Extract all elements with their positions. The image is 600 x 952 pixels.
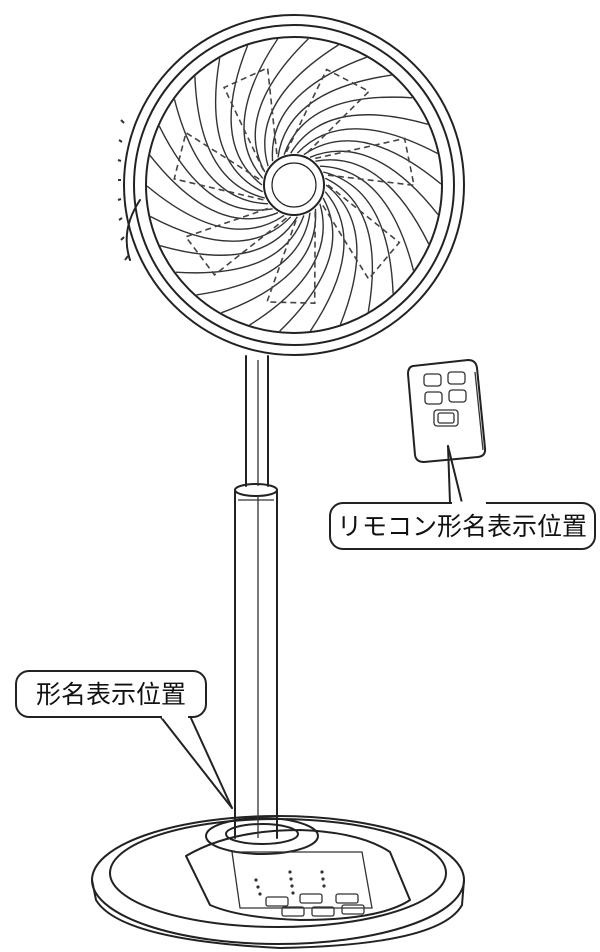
grille-wire [254, 38, 309, 173]
fan-blade [265, 211, 316, 305]
grille-wire [271, 56, 367, 162]
body-label-text: 形名表示位置 [36, 680, 186, 709]
grille-wire [325, 184, 358, 325]
grille-wire [290, 114, 429, 154]
grille-wire [324, 177, 374, 312]
fan-blade [173, 131, 264, 201]
fan-blade [285, 68, 371, 154]
fan-blade [315, 137, 416, 187]
grille-wire [296, 128, 438, 155]
grille-wire [158, 125, 273, 211]
grille-wire [309, 150, 439, 216]
grille-wire [283, 96, 413, 155]
grille-wire [175, 215, 305, 274]
grille-wire [214, 58, 264, 193]
control-panel-icon [231, 851, 373, 917]
grille-wire [323, 171, 394, 294]
grille-wire [230, 45, 263, 186]
grille-wire [249, 203, 324, 326]
grille-wire [173, 99, 269, 205]
fan-blade [184, 207, 287, 277]
remote-label-callout: リモコン形名表示位置 [329, 445, 596, 550]
grille-wire [309, 191, 345, 332]
fan-head-icon [117, 14, 465, 356]
fan-pole [234, 355, 278, 839]
remote-label-text: リモコン形名表示位置 [337, 512, 587, 541]
grille-wire [150, 215, 292, 242]
fan-blade [321, 184, 401, 281]
grille-wire [279, 197, 334, 332]
fan-blade [223, 66, 278, 171]
grille-wire [319, 165, 415, 271]
grille-wire [159, 216, 298, 256]
grille-wire [146, 185, 285, 230]
grille-wire [243, 38, 279, 179]
grille-wire [194, 76, 265, 199]
body-label-callout: 形名表示位置 [15, 670, 233, 809]
grille-wire [196, 212, 311, 296]
grille-wire [315, 159, 430, 245]
grille-wire [303, 140, 442, 185]
grille-wire [264, 44, 339, 167]
grille-wire [149, 154, 279, 220]
remote-control-icon [407, 359, 487, 463]
